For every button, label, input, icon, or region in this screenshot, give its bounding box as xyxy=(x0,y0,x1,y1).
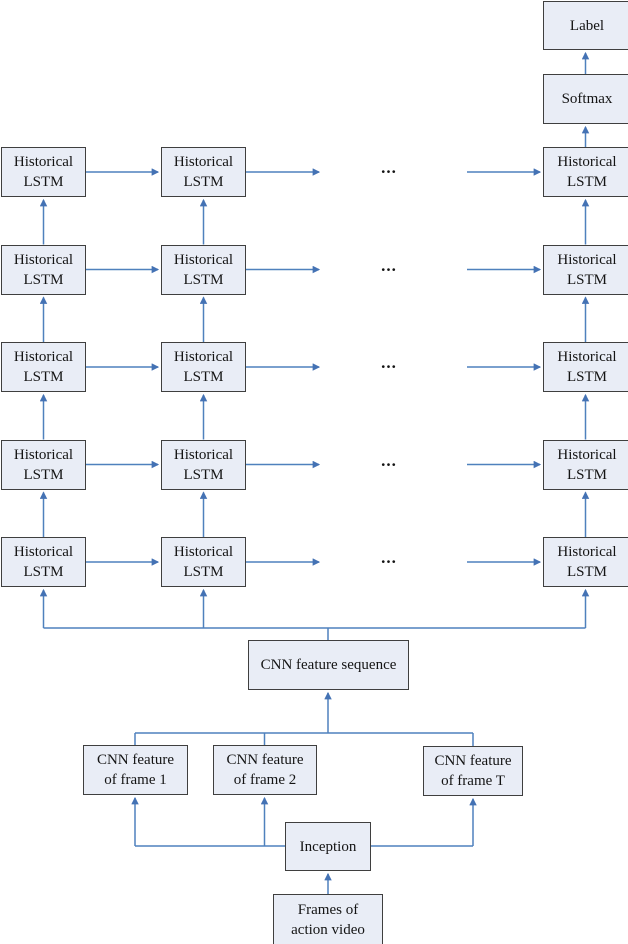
lstm-label-line1: Historical xyxy=(13,349,74,365)
lstm-label-line2: LSTM xyxy=(23,466,64,483)
ellipsis-row-4: ... xyxy=(381,450,397,470)
node-frames-of-action-video: Frames of action video xyxy=(273,894,383,944)
feature-connectors xyxy=(39,588,590,894)
lstm-label-line2: LSTM xyxy=(566,369,607,385)
lstm-label-line1: Historical xyxy=(557,251,617,268)
lstm-label-line2: LSTM xyxy=(183,271,224,288)
lstm-label-line2: LSTM xyxy=(566,466,607,483)
lstm-label-line2: LSTM xyxy=(23,271,64,288)
frame2-line1: CNN feature xyxy=(226,752,304,768)
lstm-label-line1: Historical xyxy=(173,154,234,170)
node-cnn-feature-frame-t: CNN feature of frame T xyxy=(423,746,523,796)
frame1-line2: of frame 1 xyxy=(104,772,167,788)
frames-line2: action video xyxy=(291,922,365,938)
frameT-line1: CNN feature xyxy=(434,753,512,769)
frame2-line2: of frame 2 xyxy=(233,772,297,788)
lstm-label-line1: Historical xyxy=(13,251,74,268)
lstm-label-line2: LSTM xyxy=(566,271,607,288)
node-cnn-feature-frame-1: CNN feature of frame 1 xyxy=(83,745,188,795)
frame1-line1: CNN feature xyxy=(96,752,175,768)
ellipsis-row-3: ... xyxy=(381,353,397,372)
node-softmax-text: Softmax xyxy=(561,91,613,107)
lstm-label-line1: Historical xyxy=(173,544,234,560)
lstm-label-line2: LSTM xyxy=(566,564,607,580)
frames-line1: Frames of xyxy=(297,902,359,918)
ellipsis-row-1: ... xyxy=(381,158,397,177)
lstm-label-line1: Historical xyxy=(173,251,234,268)
lstm-label-line2: LSTM xyxy=(23,174,64,190)
lstm-label-line2: LSTM xyxy=(183,174,224,190)
lstm-label-line1: Historical xyxy=(13,154,74,170)
ellipsis-row-2: ... xyxy=(381,255,397,275)
frameT-line2: of frame T xyxy=(441,773,505,789)
lstm-label-line1: Historical xyxy=(557,154,617,170)
lstm-label-line1: Historical xyxy=(173,446,234,463)
ellipsis-row-5: ... xyxy=(381,548,397,567)
lstm-label-line1: Historical xyxy=(557,446,617,463)
node-inception: Inception xyxy=(285,822,371,871)
row-arrows xyxy=(86,168,542,566)
lstm-label-line1: Historical xyxy=(557,349,617,365)
lstm-label-line2: LSTM xyxy=(183,466,224,483)
node-softmax: Softmax xyxy=(543,74,628,124)
lstm-label-line2: LSTM xyxy=(23,369,64,385)
lstm-label-line1: Historical xyxy=(557,544,617,560)
lstm-label-line1: Historical xyxy=(173,349,234,365)
lstm-label-line1: Historical xyxy=(13,544,74,560)
node-label-text: Label xyxy=(569,17,605,34)
node-cnn-feature-sequence: CNN feature sequence xyxy=(248,640,409,690)
node-label: Label xyxy=(543,1,628,50)
lstm-label-line1: Historical xyxy=(13,446,74,463)
node-cnn-feature-sequence-text: CNN feature sequence xyxy=(260,657,397,673)
lstm-label-line2: LSTM xyxy=(23,564,64,580)
lstm-label-line2: LSTM xyxy=(183,369,224,385)
lstm-label-line2: LSTM xyxy=(566,174,607,190)
column-arrows xyxy=(39,51,590,537)
lstm-label-line2: LSTM xyxy=(183,564,224,580)
node-cnn-feature-frame-2: CNN feature of frame 2 xyxy=(213,745,317,795)
node-inception-text: Inception xyxy=(299,838,357,855)
